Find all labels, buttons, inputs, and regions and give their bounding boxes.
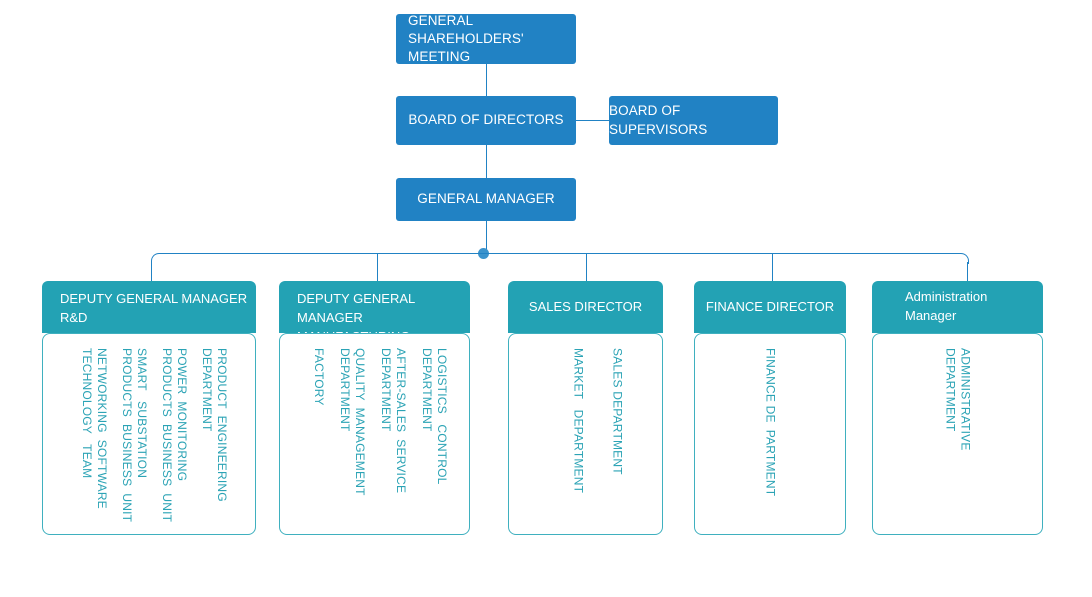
node-label: GENERAL SHAREHOLDERS' MEETING <box>408 12 524 65</box>
column-finance: FINANCE DIRECTOR FINANCE DE PARTMENT <box>694 281 846 535</box>
column-item[interactable]: SMART SUBSTATION PRODUCTS BUSINESS UNIT <box>120 348 149 523</box>
node-board-of-directors[interactable]: BOARD OF DIRECTORS <box>396 96 576 145</box>
column-header-sales[interactable]: SALES DIRECTOR <box>508 281 663 333</box>
drop-line-column-4 <box>772 254 773 281</box>
column-item[interactable]: POWER MONITORING PRODUCTS BUSINESS UNIT <box>160 348 189 523</box>
drop-line-column-5 <box>967 262 968 281</box>
column-item[interactable]: NETWORKING SOFTWARE TECHNOLOGY TEAM <box>80 348 109 509</box>
column-items-finance: FINANCE DE PARTMENT <box>695 334 845 534</box>
column-item[interactable]: SALES DEPARTMENT <box>610 348 625 475</box>
drop-line-column-2 <box>377 254 378 281</box>
column-items-rd: PRODUCT ENGINEERING DEPARTMENT POWER MON… <box>43 334 255 534</box>
connector-shareholders-to-board <box>486 64 487 96</box>
column-body-finance: FINANCE DE PARTMENT <box>694 333 846 535</box>
drop-line-column-3 <box>586 254 587 281</box>
column-manufacturing: DEPUTY GENERAL MANAGER MANUFACTURING LOG… <box>279 281 470 535</box>
column-sales: SALES DIRECTOR SALES DEPARTMENT MARKET D… <box>508 281 663 535</box>
column-header-manufacturing[interactable]: DEPUTY GENERAL MANAGER MANUFACTURING <box>279 281 470 344</box>
column-item[interactable]: QUALITY MANAGEMENT DEPARTMENT <box>338 348 367 496</box>
column-header-line: R&D <box>60 309 88 325</box>
column-header-administration[interactable]: Administration Manager <box>872 281 1043 333</box>
column-body-administration: ADMINISTRATIVE DEPARTMENT <box>872 333 1043 535</box>
connector-board-to-general-manager <box>486 145 487 178</box>
column-item[interactable]: FINANCE DE PARTMENT <box>763 348 778 497</box>
column-item[interactable]: FACTORY <box>312 348 326 406</box>
column-item[interactable]: LOGISTICS CONTROL DEPARTMENT <box>420 348 449 485</box>
column-header-line: DEPUTY GENERAL MANAGER <box>297 291 415 325</box>
column-header-line: Administration <box>905 289 988 304</box>
column-body-rd: PRODUCT ENGINEERING DEPARTMENT POWER MON… <box>42 333 256 535</box>
bus-line <box>161 253 958 254</box>
connector-board-to-supervisors <box>576 120 609 121</box>
node-label: BOARD OF DIRECTORS <box>408 112 564 128</box>
column-item[interactable]: AFTER-SALES SERVICE DEPARTMENT <box>379 348 408 494</box>
column-administration: Administration Manager ADMINISTRATIVE DE… <box>872 281 1043 535</box>
node-board-of-supervisors[interactable]: BOARD OF SUPERVISORS <box>609 96 778 145</box>
column-body-manufacturing: LOGISTICS CONTROL DEPARTMENT AFTER-SALES… <box>279 333 470 535</box>
connector-general-manager-to-bus <box>486 221 487 253</box>
column-item[interactable]: MARKET DEPARTMENT <box>571 348 586 494</box>
drop-line-column-1 <box>151 262 152 281</box>
column-header-finance[interactable]: FINANCE DIRECTOR <box>694 281 846 333</box>
column-item[interactable]: PRODUCT ENGINEERING DEPARTMENT <box>200 348 229 502</box>
column-header-line: Manager <box>905 307 957 323</box>
column-header-rd[interactable]: DEPUTY GENERAL MANAGER R&D <box>42 281 256 333</box>
node-general-shareholders-meeting[interactable]: GENERAL SHAREHOLDERS' MEETING <box>396 12 576 65</box>
column-items-sales: SALES DEPARTMENT MARKET DEPARTMENT <box>509 334 662 534</box>
column-items-manufacturing: LOGISTICS CONTROL DEPARTMENT AFTER-SALES… <box>280 334 469 534</box>
bus-left-elbow <box>151 253 162 264</box>
column-header-line: FINANCE DIRECTOR <box>705 298 835 314</box>
column-header-line: SALES DIRECTOR <box>528 298 643 314</box>
node-label: GENERAL MANAGER <box>417 191 555 207</box>
bus-right-elbow <box>958 253 969 264</box>
column-item[interactable]: ADMINISTRATIVE DEPARTMENT <box>943 348 973 451</box>
column-items-administration: ADMINISTRATIVE DEPARTMENT <box>873 334 1042 534</box>
column-header-line: DEPUTY GENERAL MANAGER <box>60 291 248 306</box>
node-general-manager[interactable]: GENERAL MANAGER <box>396 178 576 221</box>
column-body-sales: SALES DEPARTMENT MARKET DEPARTMENT <box>508 333 663 535</box>
node-label: BOARD OF SUPERVISORS <box>609 103 708 137</box>
column-rd: DEPUTY GENERAL MANAGER R&D PRODUCT ENGIN… <box>42 281 256 535</box>
